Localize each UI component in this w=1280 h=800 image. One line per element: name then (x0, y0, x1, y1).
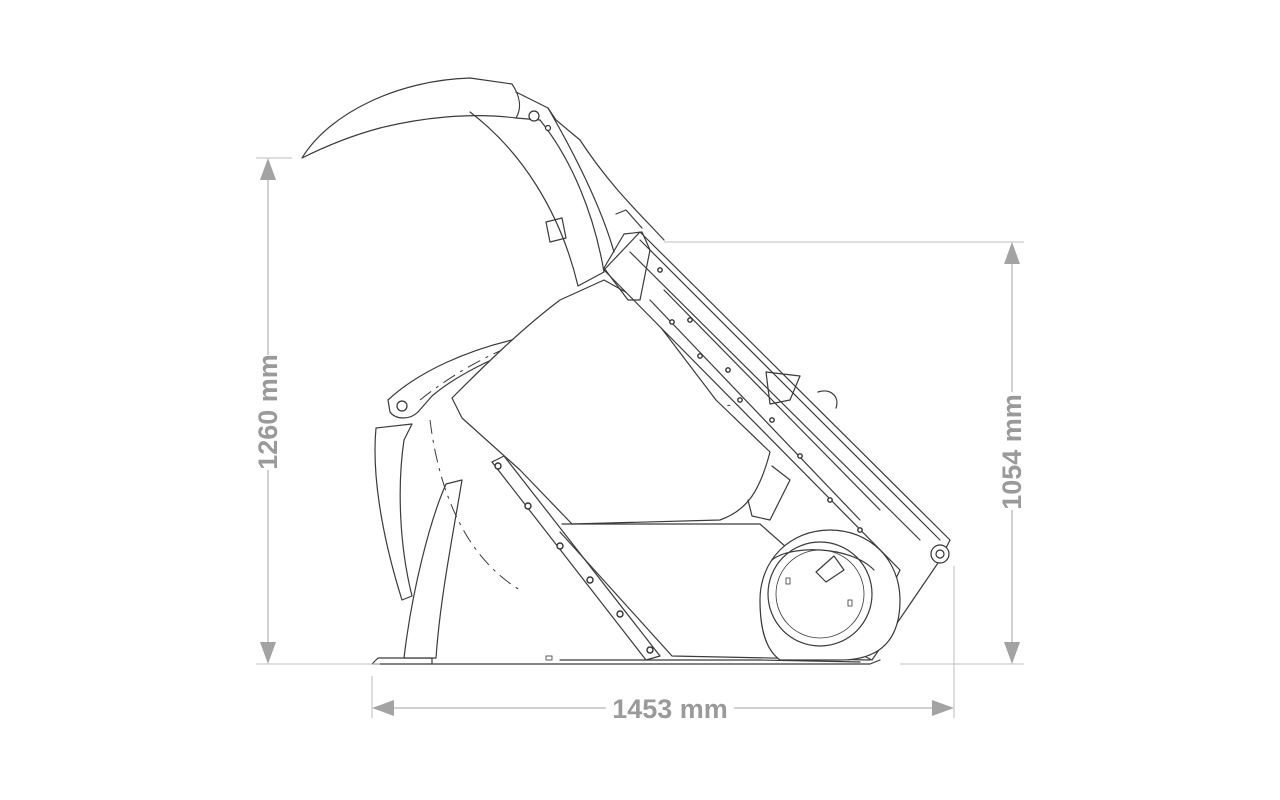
rear-pivot-inner (935, 549, 945, 559)
upper-claw-link (547, 107, 665, 241)
floor-marker (545, 655, 553, 661)
rotor-marker-2 (847, 599, 853, 607)
dimension-total-height: 1260 mm (253, 157, 380, 665)
rotor-marker-1 (785, 577, 791, 585)
bolt (687, 317, 693, 323)
upper-claw (301, 77, 521, 159)
upper-claw-arm (469, 111, 605, 287)
bolt (657, 267, 663, 273)
floor-line (431, 659, 881, 665)
bolt (827, 497, 833, 503)
floor-line-inner (559, 659, 861, 663)
bucket-height-label: 1054 mm (997, 394, 1027, 510)
lower-tine (403, 479, 463, 659)
bolt (669, 319, 675, 325)
frame-hook (817, 390, 838, 409)
claw-bracket (545, 217, 567, 243)
arrowhead-right (932, 700, 954, 716)
total-height-label: 1260 mm (253, 354, 283, 470)
bale-body (451, 279, 771, 525)
bolt (725, 367, 731, 373)
bolt (616, 610, 624, 618)
bolt (586, 576, 594, 584)
frame-rail-1 (639, 239, 941, 541)
lower-claw-tooth (374, 423, 413, 601)
frame-clamp (765, 371, 801, 405)
rear-lever (747, 465, 791, 521)
dimension-bucket-height: 1054 mm (664, 241, 1027, 665)
side-plate (491, 455, 661, 661)
bolt (494, 462, 502, 470)
rotor-drum-rim (771, 549, 875, 571)
bale-outline-hidden-2 (419, 329, 561, 401)
upper-claw-arm-back (515, 91, 615, 253)
frame-top-tab (615, 209, 643, 229)
rotor-blade (815, 555, 845, 583)
base-floor-plate (371, 657, 433, 665)
arrowhead-down (260, 642, 276, 664)
width-label: 1453 mm (612, 694, 728, 724)
claw-pivot (528, 110, 540, 122)
frame-rail-3 (649, 299, 861, 521)
arrowhead-up (260, 158, 276, 180)
machine-side-view (301, 77, 951, 665)
bolt (797, 453, 803, 459)
arrowhead-down (1004, 642, 1020, 664)
frame-top-bracket (603, 231, 651, 301)
bolt (646, 646, 654, 654)
lower-claw-pivot (396, 400, 408, 412)
bolt (556, 542, 564, 550)
claw-pin (544, 124, 552, 132)
bolt (769, 417, 775, 423)
frame-rail-4 (663, 289, 881, 511)
dimension-width: 1453 mm (371, 566, 955, 724)
frame-rail-2 (629, 251, 921, 541)
rotor-drum (767, 541, 873, 647)
arrowhead-left (372, 700, 394, 716)
bolt (737, 397, 743, 403)
bolt (857, 527, 863, 533)
bolt (697, 353, 703, 359)
arrowhead-up (1004, 242, 1020, 264)
claw-swing-arc (429, 419, 521, 591)
bolt (524, 502, 532, 510)
